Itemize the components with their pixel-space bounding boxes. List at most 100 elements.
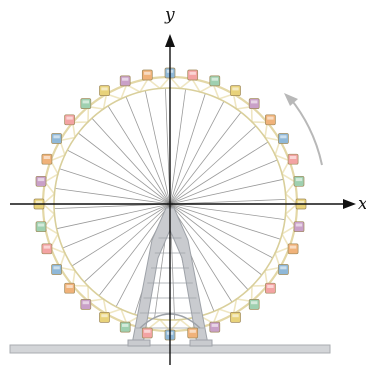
gondola-window	[267, 116, 274, 120]
gondola-window	[297, 200, 305, 204]
gondola-cabin	[287, 153, 299, 165]
gondola-cabin	[119, 75, 131, 87]
spoke	[56, 203, 171, 230]
gondola-window	[251, 100, 258, 104]
gondola	[119, 321, 131, 333]
gondola	[99, 85, 110, 96]
gondola-cabin	[99, 85, 110, 96]
spoke	[98, 203, 171, 297]
spoke	[169, 178, 284, 205]
gondola	[64, 282, 75, 294]
gondola-cabin	[187, 69, 199, 81]
gondola	[99, 312, 110, 323]
spoke	[83, 203, 171, 283]
x-axis-arrowhead	[343, 199, 356, 209]
gondola	[265, 282, 276, 294]
gondola	[230, 85, 241, 96]
spoke	[169, 199, 286, 205]
gondola-cabin	[119, 321, 131, 333]
rotation-arrowhead	[284, 93, 298, 106]
spoke	[169, 101, 225, 205]
gondola	[248, 299, 260, 310]
gondola	[278, 133, 289, 144]
gondola-cabin	[35, 221, 47, 233]
gondola	[248, 98, 260, 109]
gondola-window	[53, 266, 60, 270]
spoke	[54, 188, 171, 205]
gondola-window	[101, 314, 108, 318]
gondola-cabin	[248, 299, 260, 310]
gondola-cabin	[99, 312, 110, 323]
gondola-cabin	[265, 114, 276, 126]
gondola	[209, 321, 221, 333]
y-axis-label: y	[164, 5, 175, 25]
gondola-cabin	[187, 327, 199, 339]
gondola-window	[232, 314, 239, 318]
gondola-window	[251, 301, 258, 305]
gondola	[41, 153, 53, 165]
spoke	[71, 203, 171, 267]
spoke	[62, 203, 171, 249]
gondola-window	[211, 323, 218, 327]
spoke	[169, 159, 278, 205]
gondola-window	[66, 116, 73, 120]
spoke	[169, 203, 286, 220]
gondola-window	[43, 156, 51, 159]
gondola-window	[35, 200, 43, 204]
gondola-window	[280, 266, 287, 270]
gondola-cabin	[278, 264, 289, 275]
gondola-cabin	[64, 114, 75, 126]
spoke	[144, 90, 171, 205]
x-axis-label: x	[358, 194, 366, 214]
gondola-cabin	[51, 133, 62, 144]
gondola-cabin	[41, 243, 53, 255]
gondola-window	[189, 329, 196, 333]
gondola	[64, 114, 75, 126]
rotation-arrow	[289, 97, 323, 166]
gondola-cabin	[230, 85, 241, 96]
spoke	[169, 203, 263, 276]
gondola	[141, 69, 153, 81]
gondola	[265, 114, 276, 126]
gondola-window	[37, 223, 45, 227]
gondola-cabin	[287, 243, 299, 255]
gondola-window	[232, 87, 239, 91]
spoke	[169, 203, 249, 291]
gondola-cabin	[248, 98, 260, 109]
gondola	[293, 175, 305, 187]
gondola	[41, 243, 53, 255]
gondola-cabin	[293, 221, 305, 233]
gondola	[141, 327, 153, 339]
spoke	[169, 111, 242, 205]
gondola-cabin	[230, 312, 241, 323]
gondola-window	[267, 285, 274, 288]
spoke	[107, 105, 171, 205]
spoke	[169, 125, 257, 205]
tower-foot-right	[189, 339, 213, 347]
gondola-window	[53, 135, 60, 139]
gondola-cabin	[80, 299, 92, 310]
gondola-cabin	[141, 69, 153, 81]
gondola	[287, 153, 299, 165]
gondola	[187, 327, 199, 339]
gondola	[80, 98, 92, 109]
gondola	[35, 175, 47, 187]
gondola-cabin	[293, 175, 305, 187]
spoke	[91, 117, 171, 205]
spoke	[169, 88, 186, 205]
spoke	[169, 203, 281, 240]
gondola-window	[280, 135, 287, 139]
gondola-window	[189, 71, 196, 75]
spoke	[165, 88, 171, 205]
gondola-window	[144, 71, 151, 75]
spoke	[169, 203, 273, 259]
gondola-window	[82, 100, 89, 104]
gondola	[209, 75, 221, 87]
gondola	[80, 299, 92, 310]
gondola-cabin	[35, 175, 47, 187]
gondola-window	[37, 178, 45, 182]
wheel-spokes	[54, 88, 286, 320]
gondola-window	[122, 77, 129, 81]
gondola	[230, 312, 241, 323]
